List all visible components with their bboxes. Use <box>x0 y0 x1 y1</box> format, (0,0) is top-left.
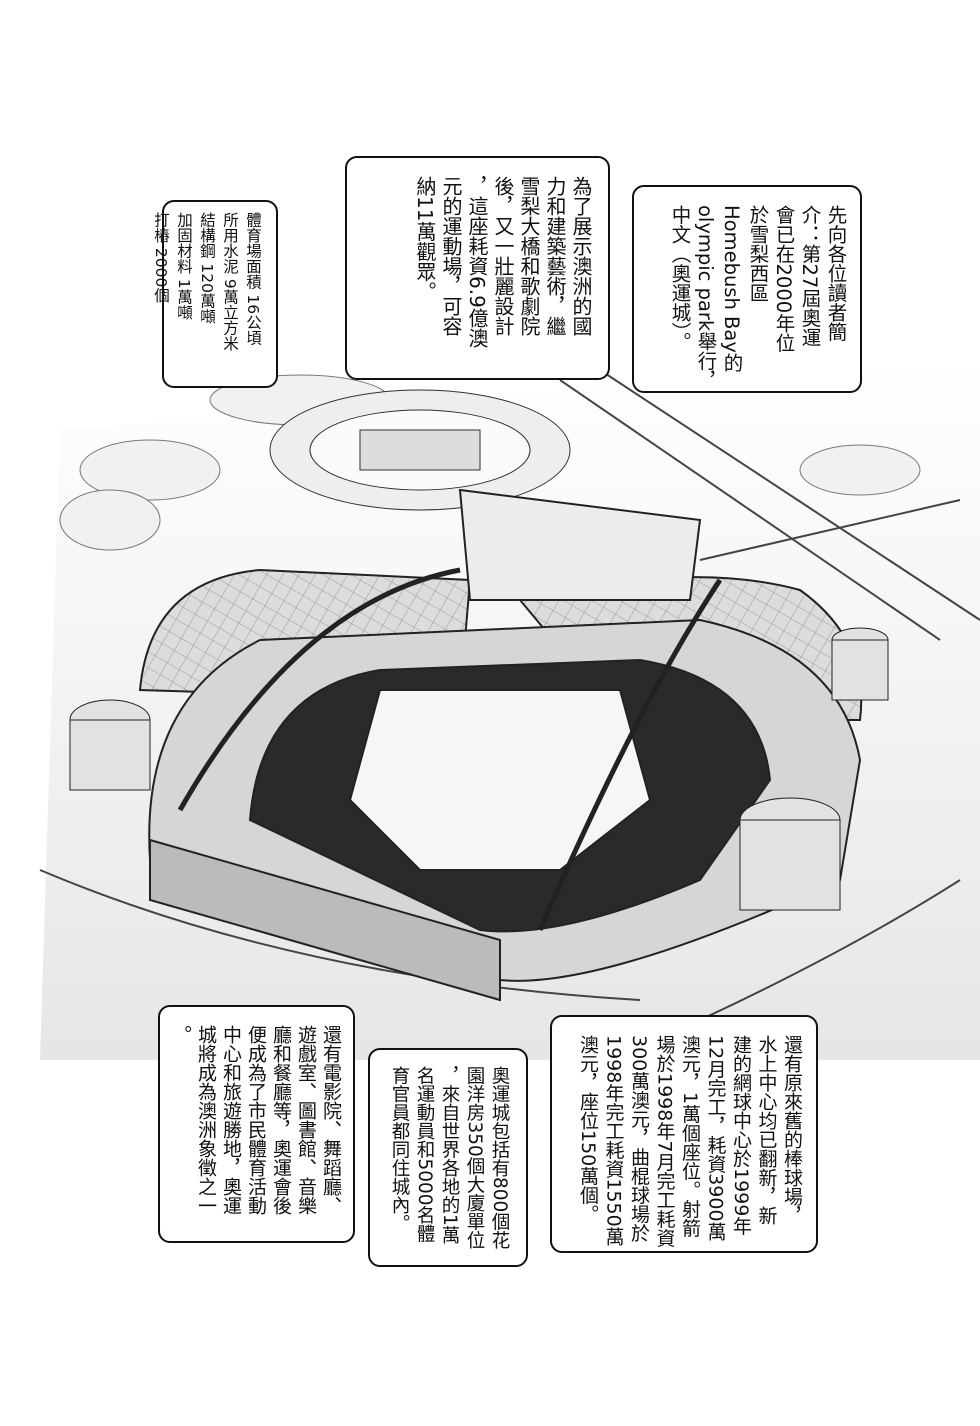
caption-line: ，這座耗資6.9億澳 <box>465 176 489 348</box>
caption-line: 水上中心均已翻新，新 <box>755 1035 778 1225</box>
caption-line: 。 <box>170 1025 192 1044</box>
caption-line: 介：第27屆奧運 <box>798 205 821 347</box>
caption-line: 300萬澳元，曲棍球場於 <box>628 1035 650 1243</box>
caption-line: Homebush Bay的 <box>720 205 743 373</box>
caption-line: 所用水泥 9萬立方米 <box>221 212 239 351</box>
caption-line: olympic park舉行， <box>694 205 717 390</box>
caption-line: 場於1998年7月完工耗資 <box>653 1035 676 1248</box>
caption-line: 名運動員和5000名體 <box>414 1066 435 1243</box>
caption-purpose: 為了展示澳洲的國 力和建築藝術，繼 雪梨大橋和歌劇院 後，又一壯麗設計 ，這座耗… <box>345 156 610 380</box>
caption-line: 加固材料 1萬噸 <box>175 212 193 320</box>
caption-line: 1998年完工耗資1550萬 <box>602 1035 625 1246</box>
roads <box>39 369 980 1021</box>
main-stadium <box>138 488 863 1002</box>
caption-line: 體育場面積 16公頃 <box>244 212 262 346</box>
caption-line: 還有原來舊的棒球場， <box>781 1035 803 1225</box>
caption-line: 為了展示澳洲的國 <box>569 176 593 336</box>
caption-line: 會已在2000年位 <box>772 205 795 353</box>
caption-line: 建的網球中心於1999年 <box>730 1035 752 1236</box>
caption-line: 育官員都同住城內。 <box>389 1066 410 1233</box>
caption-line: 先向各位讀者簡 <box>824 205 847 342</box>
caption-village: 奧運城包括有800個花 園洋房350個大廈單位 ，來自世界各地的1萬 名運動員和… <box>368 1048 528 1267</box>
caption-line: 元的運動場，可容 <box>439 176 463 336</box>
caption-line: 澳元，座位150萬個。 <box>577 1035 599 1224</box>
caption-line: 後，又一壯麗設計 <box>491 176 515 336</box>
caption-venues: 還有原來舊的棒球場， 水上中心均已翻新，新 建的網球中心於1999年 12月完工… <box>550 1015 818 1253</box>
caption-line: 打樁 2000個 <box>152 212 170 303</box>
caption-line: 中心和旅遊勝地，奧運 <box>220 1025 242 1215</box>
secondary-stadium <box>269 389 571 511</box>
caption-line: 廳和餐廳等，奧運會後 <box>270 1025 292 1215</box>
caption-line: 城將成為澳洲象徵之一 <box>195 1025 217 1215</box>
caption-line: 中文（奧運城）。 <box>668 205 691 352</box>
towers <box>69 627 889 911</box>
caption-line: 結構鋼 120萬噸 <box>198 212 216 325</box>
caption-line: 雪梨大橋和歌劇院 <box>517 176 541 336</box>
caption-stadium-stats: 體育場面積 16公頃 所用水泥 9萬立方米 結構鋼 120萬噸 加固材料 1萬噸… <box>152 200 278 388</box>
caption-line: 於雪梨西區 <box>746 205 769 303</box>
caption-line: 遊戲室、圖書館、音樂 <box>295 1025 317 1215</box>
caption-line: 便成為了市民體育活動 <box>245 1025 267 1215</box>
caption-line: 奧運城包括有800個花 <box>489 1066 510 1250</box>
caption-line: ，來自世界各地的1萬 <box>439 1066 460 1245</box>
caption-facilities: 還有電影院、舞蹈廳、 遊戲室、圖書館、音樂 廳和餐廳等，奧運會後 便成為了市民體… <box>158 1005 355 1243</box>
caption-line: 澳元，1萬個座位。射箭 <box>679 1035 701 1238</box>
caption-intro: 先向各位讀者簡 介：第27屆奧運 會已在2000年位 於雪梨西區 Homebus… <box>632 185 862 393</box>
caption-line: 園洋房350個大廈單位 <box>464 1066 485 1250</box>
caption-line: 12月完工，耗資3900萬 <box>704 1035 727 1241</box>
caption-line: 力和建築藝術，繼 <box>543 176 567 336</box>
caption-line: 納11萬觀眾。 <box>413 176 437 302</box>
caption-line: 還有電影院、舞蹈廳、 <box>320 1025 342 1215</box>
